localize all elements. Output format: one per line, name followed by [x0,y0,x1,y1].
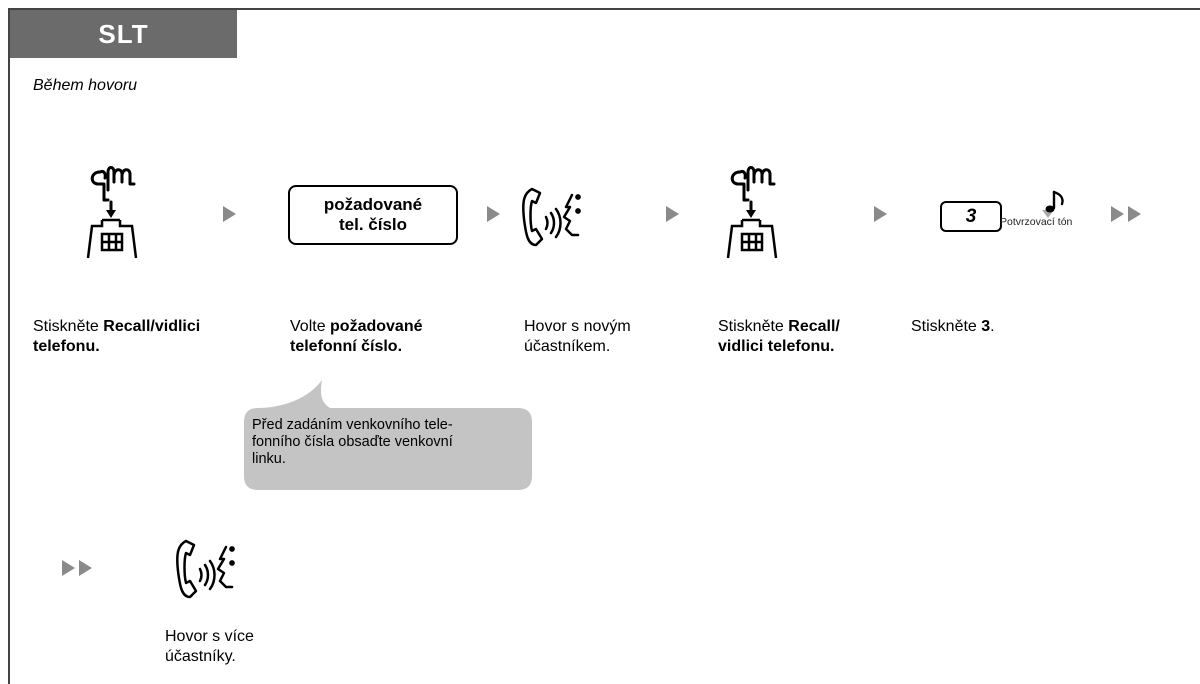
caption-step1-bold2: telefonu. [33,338,100,355]
note-text: Před zadáním venkovního tele- fonního čí… [252,417,532,468]
frame-left-border [8,8,10,684]
box-line2: tel. číslo [338,215,408,234]
double-arrow [62,560,92,576]
next-arrow [223,206,236,222]
caption-step4: Stiskněte Recall/ vidlici telefonu. [718,317,840,357]
caption-step2: Volte požadované telefonní číslo. [290,317,423,357]
next-arrow [874,206,887,222]
caption-step6-line1: Hovor s více [165,628,254,645]
caption-step4-bold2: vidlici telefonu. [718,338,835,355]
note-bubble [244,380,532,490]
box-line1: požadované [323,195,423,214]
caption-step3-line1: Hovor s novým [524,318,631,335]
caption-step5-post: . [990,318,995,335]
next-arrow [487,206,500,222]
talk-icon [176,539,235,599]
note-line3: linku. [252,451,286,467]
caption-step2-text: Volte [290,318,331,335]
next-arrow [666,206,679,222]
caption-step4-bold: Recall/ [788,318,840,335]
hookswitch-press-icon [86,166,138,259]
caption-step6: Hovor s více účastníky. [165,627,254,667]
key-3: 3 [940,201,1002,232]
caption-step1-bold: Recall/vidlici [103,318,201,335]
frame-top-border [8,8,1200,10]
caption-step5-bold: 3 [981,318,991,335]
double-arrow [1111,206,1141,222]
key-3-label: 3 [965,206,977,227]
slt-tab: SLT [10,10,237,58]
caption-step5-text: Stiskněte [911,318,982,335]
caption-step3: Hovor s novým účastníkem. [524,317,631,357]
desired-number-box: požadované tel. číslo [288,185,458,245]
note-line1: Před zadáním venkovního tele- [252,417,453,433]
confirmation-tone-label: Potvrzovací tón [1000,216,1073,228]
subtitle: Během hovoru [33,77,138,94]
caption-step1-text: Stiskněte [33,318,104,335]
caption-step3-line2: účastníkem. [524,338,611,355]
caption-step5: Stiskněte 3. [911,317,995,337]
confirmation-tone-icon [1042,190,1064,218]
caption-step1: Stiskněte Recall/vidlici telefonu. [33,317,200,357]
talk-icon [522,187,581,247]
hookswitch-press-icon [726,166,778,259]
caption-step2-bold: požadované [330,318,423,335]
caption-step4-text: Stiskněte [718,318,789,335]
note-line2: fonního čísla obsaďte venkovní [252,434,453,450]
caption-step6-line2: účastníky. [165,648,236,665]
caption-step2-bold2: telefonní číslo. [290,338,403,355]
